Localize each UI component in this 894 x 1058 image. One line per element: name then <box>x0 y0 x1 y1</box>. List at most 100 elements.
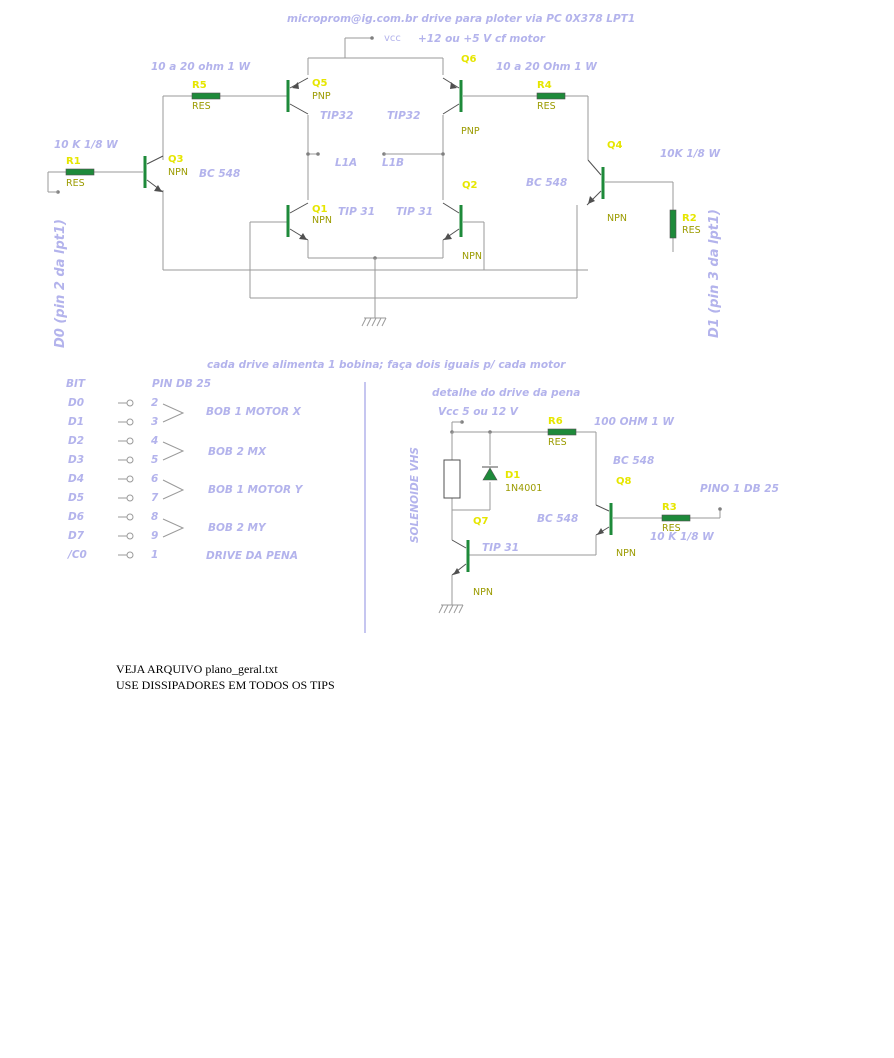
pin-row-number: 2 <box>151 397 158 409</box>
pin-row-terminal <box>126 513 134 521</box>
group-bob1-motor-x: BOB 1 MOTOR X <box>206 406 302 418</box>
r4-ref: R4 <box>537 80 552 91</box>
resistor-r3: R3 RES <box>661 502 691 534</box>
pin-row-terminal <box>126 418 134 426</box>
pin-row-bit: D3 <box>68 454 84 466</box>
q1-type: NPN <box>312 215 332 226</box>
pin-row-number: 8 <box>151 511 158 523</box>
q3-type: NPN <box>168 167 188 178</box>
q5-type: PNP <box>312 91 331 102</box>
pin-row-bit: /C0 <box>66 549 87 561</box>
pen-drive-pin-label: DRIVE DA PENA <box>206 550 298 562</box>
q4-part: BC 548 <box>526 177 567 189</box>
resistor-r4: R4 RES <box>536 80 566 112</box>
q3-ref: Q3 <box>168 154 184 165</box>
pin-row-terminal <box>126 437 134 445</box>
group-brackets <box>162 403 185 538</box>
r6-ref: R6 <box>548 416 563 427</box>
pin-row-terminal <box>126 399 134 407</box>
schematic-title: microprom@ig.com.br drive para ploter vi… <box>287 13 635 25</box>
resistor-r6: R6 RES <box>547 416 577 448</box>
d1-ref: D1 <box>505 470 520 481</box>
pin-row-terminal <box>126 532 134 540</box>
r3-ref: R3 <box>662 502 677 513</box>
bridge-caption: cada drive alimenta 1 bobina; faça dois … <box>207 359 566 371</box>
r1-type: RES <box>66 178 85 189</box>
pin-row-terminal <box>126 494 134 502</box>
pino-1-db25-label: PINO 1 DB 25 <box>700 483 779 495</box>
transistor-q3: Q3 NPN BC 548 <box>143 154 240 193</box>
vcc-node <box>344 36 374 58</box>
q2-part: TIP 31 <box>396 206 433 218</box>
q1-ref: Q1 <box>312 204 328 215</box>
pin-row-bit: D6 <box>68 511 84 523</box>
q2-ref: Q2 <box>462 180 478 191</box>
q6-part: TIP32 <box>387 110 420 122</box>
pin-row-bit: D2 <box>68 435 84 447</box>
r6-type: RES <box>548 437 567 448</box>
transistor-q6: Q6 PNP TIP32 <box>387 54 480 137</box>
q5-ref: Q5 <box>312 78 328 89</box>
q5-part: TIP32 <box>320 110 353 122</box>
q8-part-left: BC 548 <box>537 513 578 525</box>
r3-type: RES <box>662 523 681 534</box>
pin-row-number: 6 <box>151 473 158 485</box>
group-bob2-mx: BOB 2 MX <box>208 446 267 458</box>
q8-type: NPN <box>616 548 636 559</box>
diode-d1: D1 1N4001 <box>482 466 542 494</box>
r2-value: 10K 1/8 W <box>660 148 721 160</box>
coil-l1b-label: L1B <box>382 157 404 169</box>
q6-ref: Q6 <box>461 54 477 65</box>
left-input-label: D0 (pin 2 da lpt1) <box>53 219 68 348</box>
transistor-q4: Q4 NPN BC 548 <box>526 140 627 224</box>
pin-row-terminal <box>126 456 134 464</box>
pin-header: PIN DB 25 <box>152 378 211 390</box>
q8-ref: Q8 <box>616 476 632 487</box>
pin-row-number: 4 <box>150 435 158 447</box>
resistor-r1: R1 RES <box>65 156 95 189</box>
r1-ref: R1 <box>66 156 81 167</box>
transistor-q7: Q7 NPN TIP 31 <box>451 516 519 598</box>
r2-ref: R2 <box>682 213 697 224</box>
q2-type: NPN <box>462 251 482 262</box>
r5-ref: R5 <box>192 80 207 91</box>
coil-l1a-label: L1A <box>335 157 357 169</box>
resistor-r5: R5 RES <box>191 80 221 112</box>
pin-row-terminal <box>126 475 134 483</box>
r1-value: 10 K 1/8 W <box>54 139 118 151</box>
d1-part: 1N4001 <box>505 483 542 494</box>
pin-row-bit: D0 <box>68 397 84 409</box>
pin-row-terminal <box>126 551 134 559</box>
r4-value: 10 a 20 Ohm 1 W <box>496 61 597 73</box>
group-bob1-motor-y: BOB 1 MOTOR Y <box>208 484 304 496</box>
solenoid-coil <box>443 459 461 499</box>
pin-row-number: 1 <box>151 549 158 561</box>
r5-value: 10 a 20 ohm 1 W <box>151 61 251 73</box>
group-bob2-my: BOB 2 MY <box>208 522 267 534</box>
pen-drive-wiring <box>438 420 722 614</box>
q3-part: BC 548 <box>199 168 240 180</box>
pin-row-bit: D5 <box>68 492 84 504</box>
transistor-q2: Q2 NPN TIP 31 <box>396 180 482 262</box>
q1-part: TIP 31 <box>338 206 375 218</box>
q7-part: TIP 31 <box>482 542 519 554</box>
pin-row-number: 9 <box>151 530 158 542</box>
r2-type: RES <box>682 225 701 236</box>
q4-type: NPN <box>607 213 627 224</box>
bit-header: BIT <box>66 378 86 390</box>
transistor-q5: Q5 PNP TIP32 <box>286 77 353 122</box>
h-bridge-wiring <box>47 57 674 327</box>
transistor-q8: Q8 NPN BC 548 BC 548 <box>537 455 654 559</box>
pen-drive-title: detalhe do drive da pena <box>432 387 580 399</box>
solenoid-label: SOLENOIDE VHS <box>409 447 421 543</box>
q8-part-top: BC 548 <box>613 455 654 467</box>
transistor-q1: Q1 NPN TIP 31 <box>286 202 375 241</box>
q7-type: NPN <box>473 587 493 598</box>
pin-row-number: 7 <box>151 492 159 504</box>
pin-row-bit: D1 <box>68 416 84 428</box>
right-input-label: D1 (pin 3 da lpt1) <box>707 209 722 338</box>
resistor-r2: R2 RES <box>669 209 701 239</box>
q7-ref: Q7 <box>473 516 489 527</box>
